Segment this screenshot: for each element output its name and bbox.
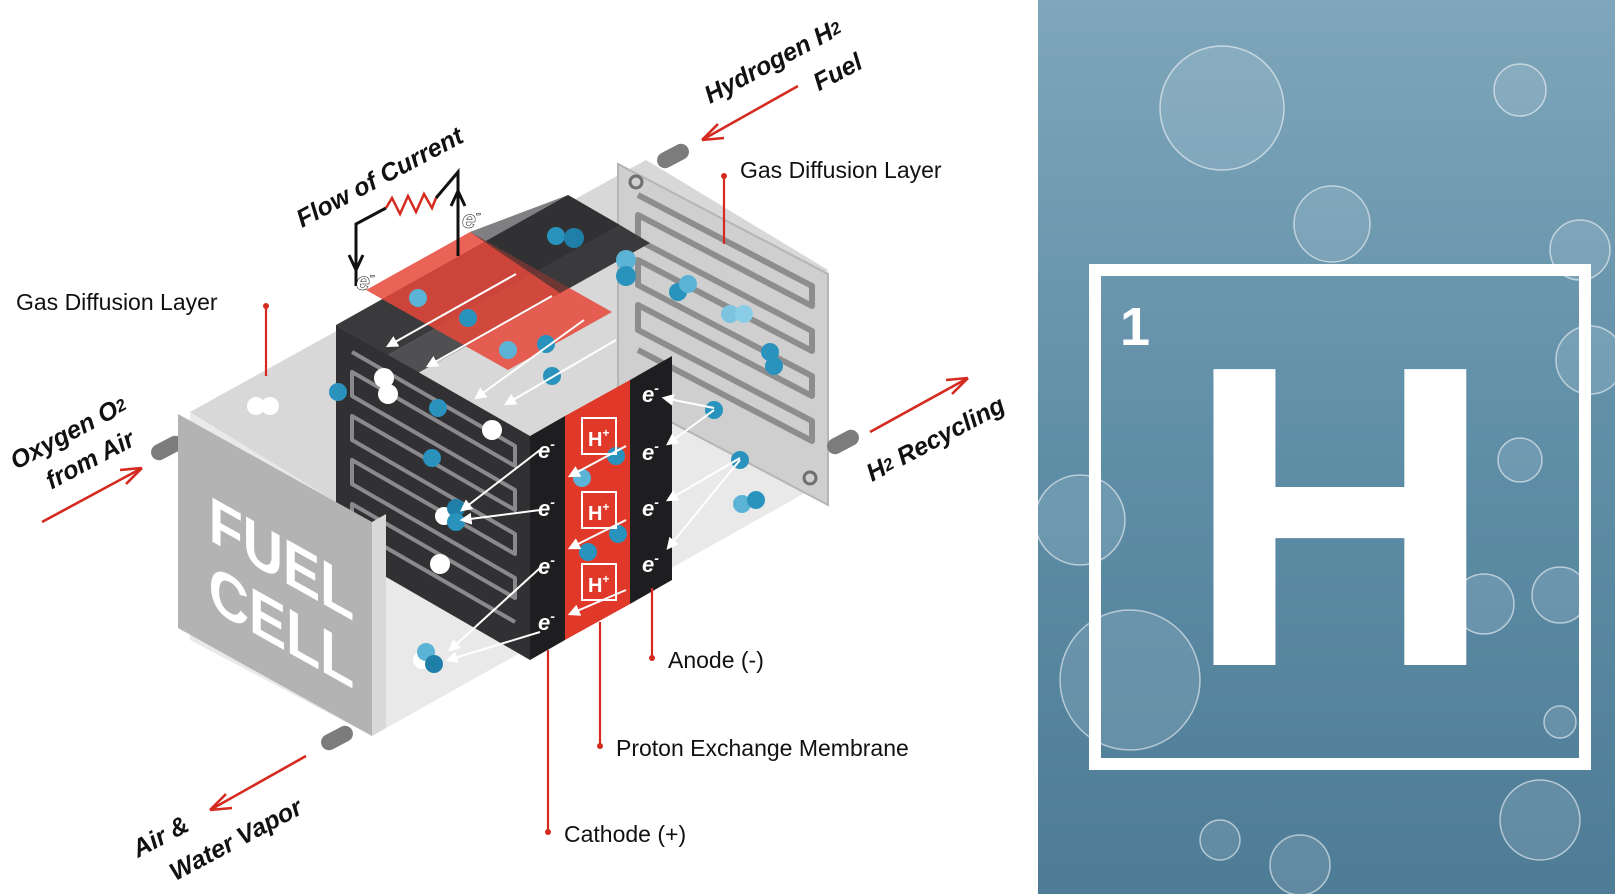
svg-text:e-: e-	[642, 380, 659, 407]
electron-label: e-	[538, 608, 555, 635]
electron-label: e-	[538, 436, 555, 463]
electron-label: e-	[642, 494, 659, 521]
membrane-top	[366, 232, 612, 370]
flow-arrows	[385, 273, 741, 663]
gas-diffusion-layer-left-label: Gas Diffusion Layer	[16, 289, 218, 315]
svg-text:e-: e-	[642, 494, 659, 521]
svg-text:e-: e-	[538, 436, 555, 463]
electron-label: e-	[462, 205, 481, 235]
molecules	[247, 227, 783, 673]
svg-text:e-: e-	[356, 267, 375, 296]
flow-of-current-label: Flow of Current	[292, 121, 470, 233]
svg-text:e-: e-	[462, 205, 481, 234]
anode-front	[630, 356, 672, 604]
anode-label: Anode (-)	[668, 647, 764, 673]
oxygen-label: Oxygen O2 from Air	[6, 395, 141, 495]
electron-label: e-	[538, 494, 555, 521]
air-water-vapor-label: Air & Water Vapor	[127, 793, 308, 887]
proton-badge: H+	[581, 491, 617, 529]
gas-diffusion-layer-right-label: Gas Diffusion Layer	[740, 157, 942, 183]
svg-text:e-: e-	[642, 438, 659, 465]
electron-label: e-	[642, 438, 659, 465]
pipes	[151, 143, 859, 751]
red-flow-arrows	[41, 84, 969, 812]
svg-text:Water Vapor: Water Vapor	[165, 793, 308, 887]
svg-text:H+: H+	[588, 426, 609, 451]
proton-badges: H+ H+ H+	[581, 417, 617, 601]
electron-label: e-	[538, 552, 555, 579]
hydrogen-fuel-label: Hydrogen H2 Fuel	[700, 18, 868, 110]
svg-text:e-: e-	[538, 494, 555, 521]
svg-text:e-: e-	[538, 608, 555, 635]
svg-text:e-: e-	[642, 550, 659, 577]
svg-text:Fuel: Fuel	[809, 47, 868, 96]
atomic-number: 1	[1120, 297, 1150, 357]
cathode-label: Cathode (+)	[564, 821, 686, 847]
proton-badge: H+	[581, 563, 617, 601]
element-symbol: H	[1185, 277, 1496, 757]
hydrogen-element-panel: 1 H	[1034, 0, 1615, 894]
electron-label: e-	[356, 267, 375, 297]
proton-exchange-membrane-label: Proton Exchange Membrane	[616, 735, 909, 761]
svg-text:H+: H+	[588, 572, 609, 597]
h2-recycling-label: H2 Recycling	[862, 391, 1010, 487]
external-circuit: e- e-	[347, 167, 481, 297]
svg-text:e-: e-	[538, 552, 555, 579]
element-frame	[1089, 264, 1591, 770]
svg-text:H+: H+	[588, 500, 609, 525]
fuel-cell-diagram: FUEL CELL	[6, 18, 1010, 887]
leader-lines	[263, 173, 727, 835]
electron-label: e-	[642, 550, 659, 577]
resistor-icon	[384, 191, 438, 217]
electron-label: e-	[642, 380, 659, 407]
proton-badge: H+	[581, 417, 617, 455]
cathode-face	[336, 325, 530, 660]
fuel-cell-front-panel: FUEL CELL	[178, 414, 386, 736]
electron-labels: e- e- e- e- e- e- e- e-	[538, 380, 659, 635]
svg-text:H2 Recycling: H2 Recycling	[862, 391, 1010, 487]
